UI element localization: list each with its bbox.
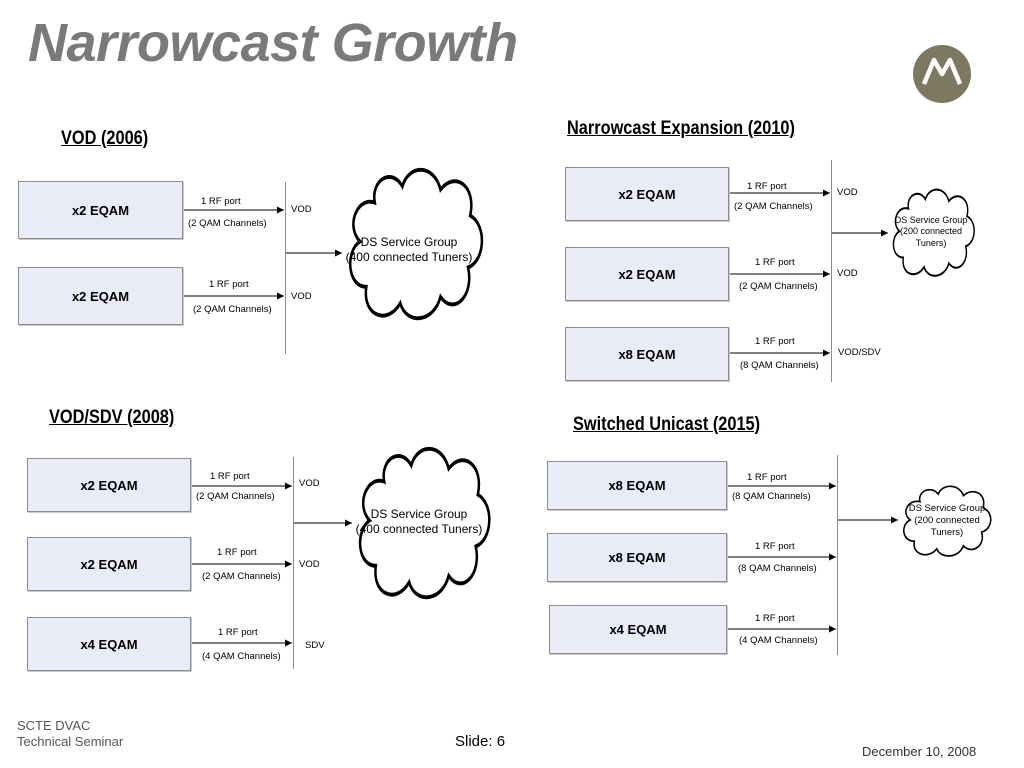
eqam-box: x2 EQAM	[27, 537, 191, 591]
bus-line	[837, 455, 838, 655]
slide-number: Slide: 6	[455, 733, 506, 750]
channels-label: (2 QAM Channels)	[188, 218, 267, 229]
slide-title: Narrowcast Growth	[28, 13, 518, 73]
eqam-box: x4 EQAM	[27, 617, 191, 671]
vod2006-connectors	[183, 167, 484, 321]
eqam-box: x8 EQAM	[547, 461, 727, 510]
eqam-box: x2 EQAM	[27, 458, 191, 512]
motorola-logo-icon	[913, 45, 971, 103]
channels-label: (8 QAM Channels)	[740, 360, 819, 371]
channels-label: (4 QAM Channels)	[202, 651, 281, 662]
channels-label: (4 QAM Channels)	[739, 635, 818, 646]
service-label: VOD	[299, 559, 320, 570]
service-label: VOD	[837, 268, 858, 279]
service-label: VOD	[291, 204, 312, 215]
bus-line	[831, 160, 832, 382]
cloud-label: DS Service Group (200 connected Tuners)	[894, 215, 968, 248]
sdv2008-connectors	[191, 446, 492, 647]
cloud-label: DS Service Group (200 connected Tuners)	[908, 503, 986, 538]
bus-line	[285, 182, 286, 354]
port-label: 1 RF port	[218, 627, 258, 638]
channels-label: (8 QAM Channels)	[732, 491, 811, 502]
eqam-box: x2 EQAM	[18, 181, 183, 239]
port-label: 1 RF port	[755, 541, 795, 552]
port-label: 1 RF port	[201, 196, 241, 207]
bus-line	[293, 457, 294, 669]
port-label: 1 RF port	[755, 257, 795, 268]
port-label: 1 RF port	[217, 547, 257, 558]
service-label: VOD	[299, 478, 320, 489]
port-label: 1 RF port	[747, 472, 787, 483]
footer-organization: SCTE DVAC Technical Seminar	[17, 718, 124, 750]
port-label: 1 RF port	[755, 613, 795, 624]
service-label: VOD/SDV	[838, 347, 881, 358]
cloud-label: DS Service Group (400 connected Tuners)	[355, 507, 483, 536]
heading-unicast-2015: Switched Unicast (2015)	[573, 414, 761, 435]
expansion2010-connectors	[729, 188, 976, 357]
channels-label: (8 QAM Channels)	[738, 563, 817, 574]
channels-label: (2 QAM Channels)	[193, 304, 272, 315]
service-label: VOD	[291, 291, 312, 302]
channels-label: (2 QAM Channels)	[202, 571, 281, 582]
port-label: 1 RF port	[747, 181, 787, 192]
unicast2015-connectors	[727, 482, 992, 633]
channels-label: (2 QAM Channels)	[739, 281, 818, 292]
channels-label: (2 QAM Channels)	[734, 201, 813, 212]
heading-sdv-2008: VOD/SDV (2008)	[49, 407, 175, 428]
service-label: SDV	[305, 640, 325, 651]
heading-expansion-2010: Narrowcast Expansion (2010)	[567, 118, 795, 139]
port-label: 1 RF port	[755, 336, 795, 347]
cloud-label: DS Service Group (400 connected Tuners)	[345, 235, 473, 264]
eqam-box: x2 EQAM	[18, 267, 183, 325]
channels-label: (2 QAM Channels)	[196, 491, 275, 502]
eqam-box: x2 EQAM	[565, 247, 729, 301]
heading-vod-2006: VOD (2006)	[61, 128, 149, 149]
eqam-box: x8 EQAM	[565, 327, 729, 381]
footer-date: December 10, 2008	[862, 744, 977, 759]
eqam-box: x8 EQAM	[547, 533, 727, 582]
eqam-box: x4 EQAM	[549, 605, 727, 654]
port-label: 1 RF port	[209, 279, 249, 290]
eqam-box: x2 EQAM	[565, 167, 729, 221]
service-label: VOD	[837, 187, 858, 198]
port-label: 1 RF port	[210, 471, 250, 482]
